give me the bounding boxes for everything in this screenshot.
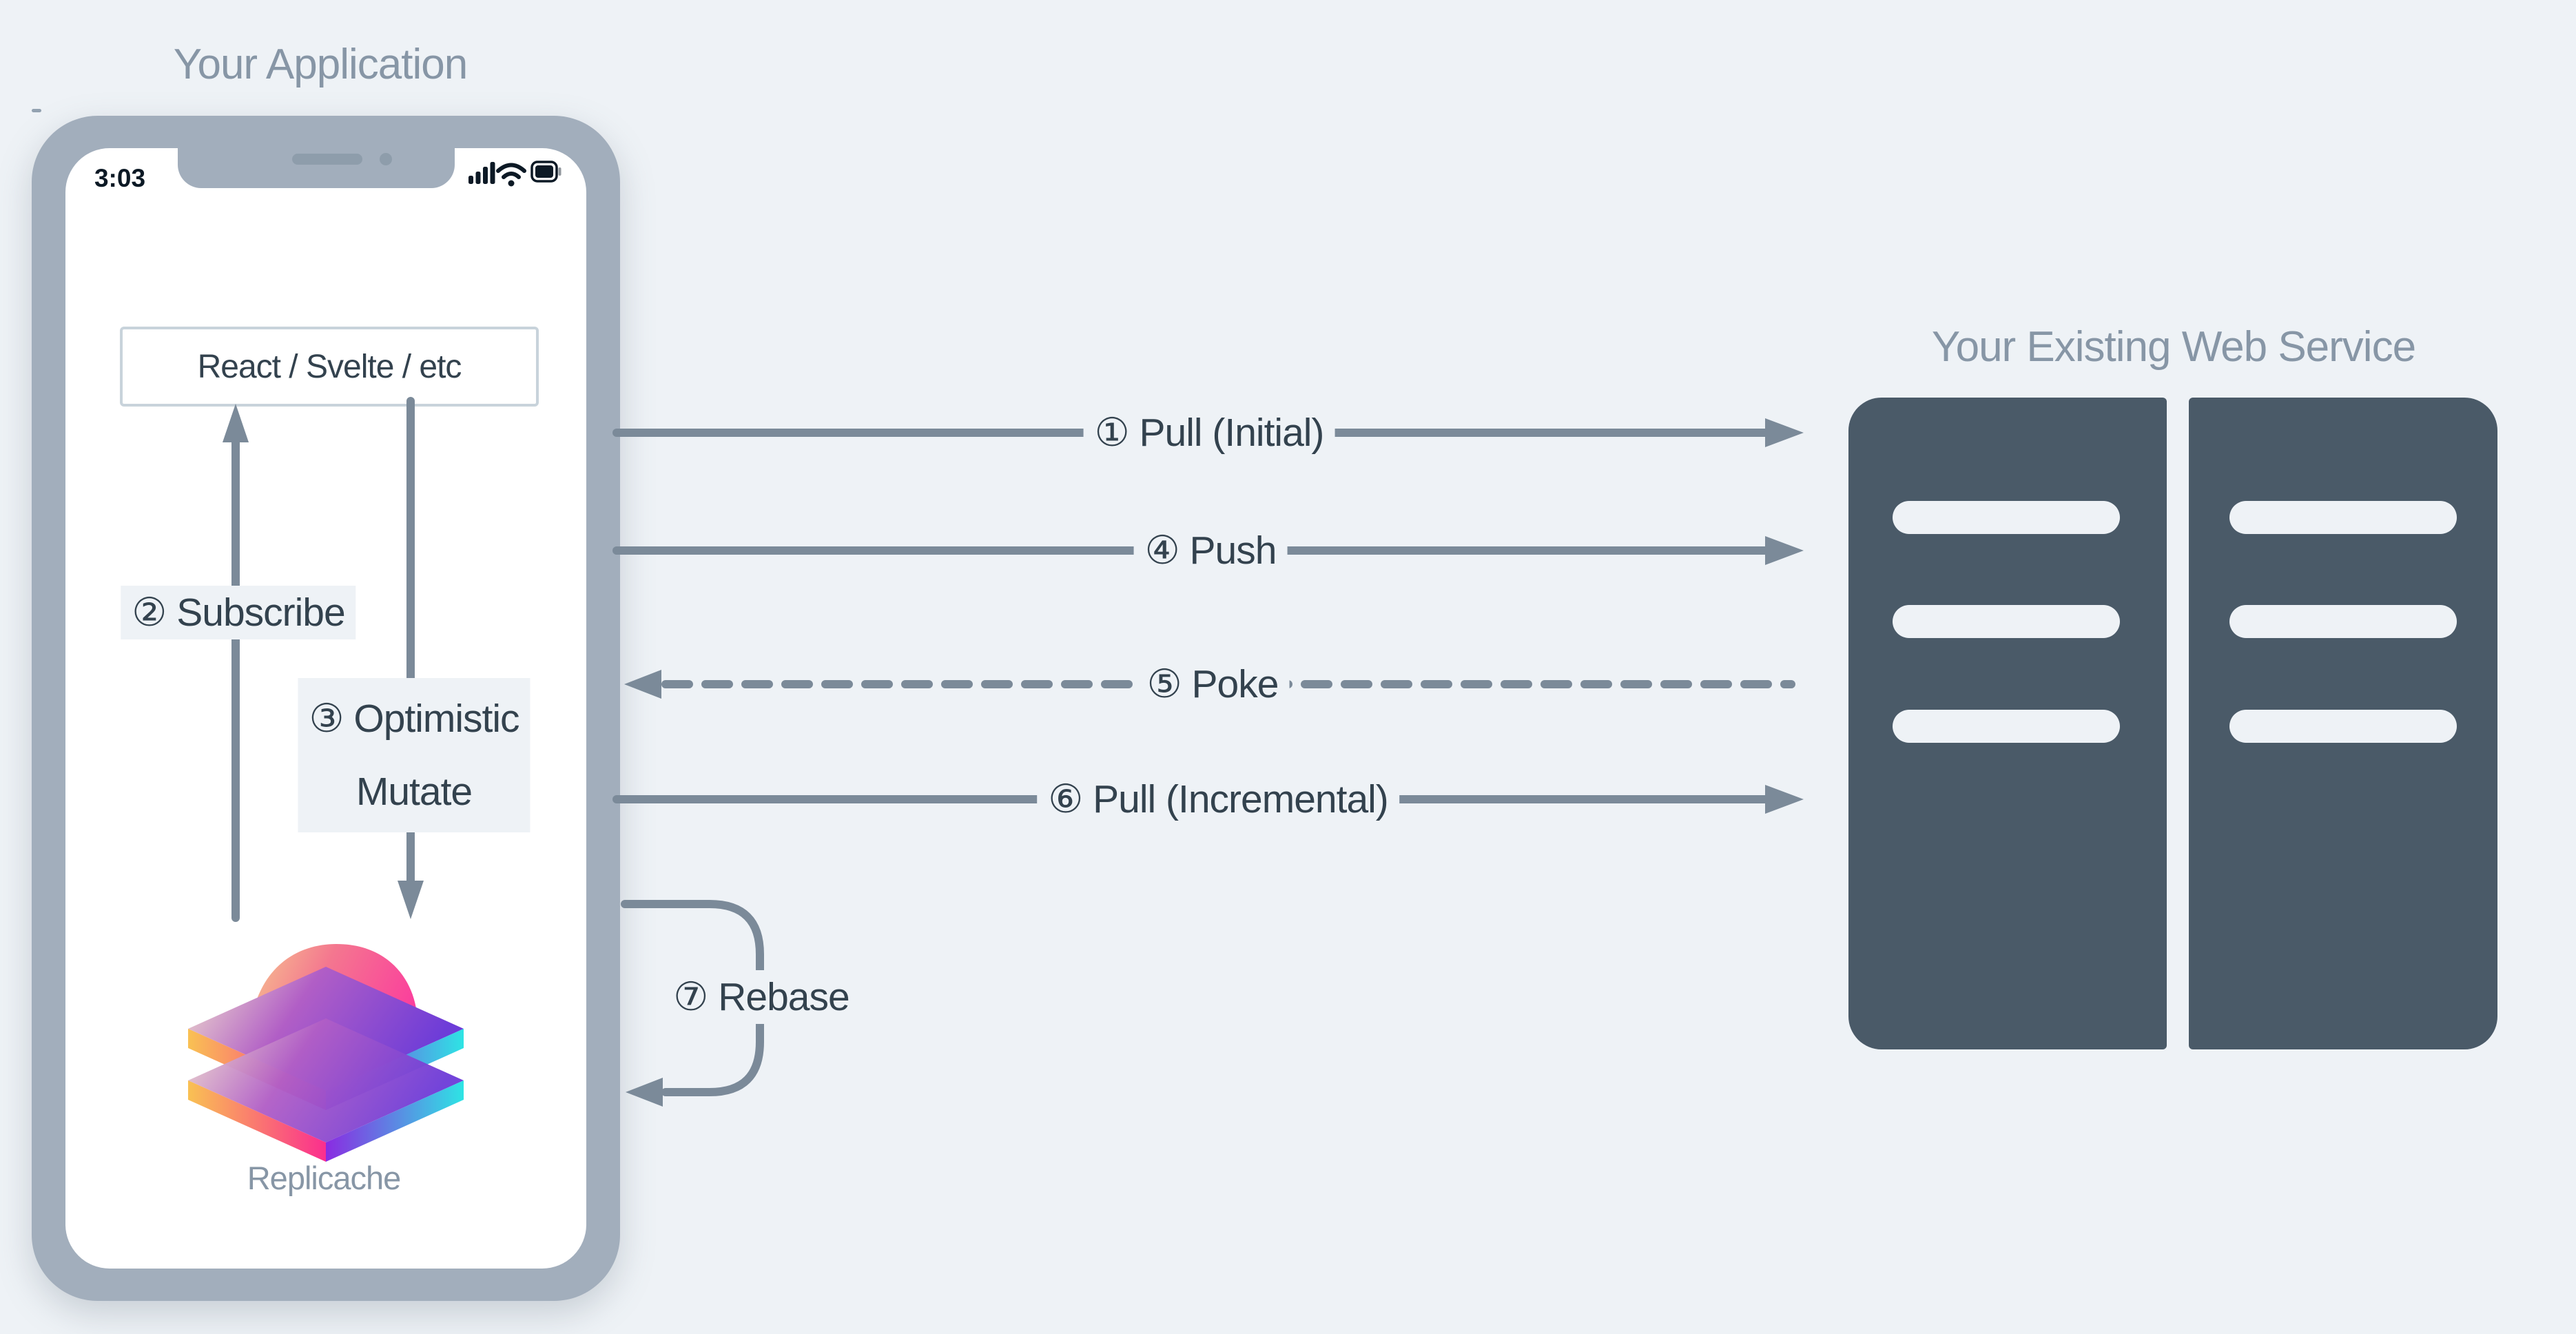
mutate-arrow [398,397,424,919]
server-slot [1893,605,2120,638]
battery-icon [530,161,561,183]
server-slot [2229,710,2457,743]
flow-label-rebase: ⑦ Rebase [662,970,861,1024]
server-slot [1893,501,2120,534]
subscribe-arrow [223,404,249,922]
flow-label-push: ④ Push [1133,524,1288,577]
status-bar-icons [468,161,561,187]
server-slot [1893,710,2120,743]
flow-label-subscribe: ② Subscribe [121,586,356,639]
server-tower-left [1848,398,2167,1049]
framework-box-label: React / Svelte / etc [197,348,462,385]
flow-label-poke: ⑤ Poke [1135,657,1290,711]
wifi-icon [496,163,526,187]
flow-label-pull-incremental: ⑥ Pull (Incremental) [1037,772,1399,826]
app-title: Your Application [173,41,468,88]
framework-box: React / Svelte / etc [120,327,539,407]
speaker-icon [292,154,362,165]
stray-dash-mark [32,109,41,112]
server-slot [2229,605,2457,638]
web-service-title: Your Existing Web Service [1931,323,2416,371]
server-slot [2229,501,2457,534]
status-bar-time: 3:03 [94,164,146,192]
camera-icon [380,153,392,165]
flow-label-optimistic-line2: Mutate [356,770,473,814]
replicache-caption: Replicache [247,1160,402,1196]
signal-icon [468,162,495,184]
flow-label-optimistic-line1: ③ Optimistic [309,697,519,741]
flow-label-pull-initial: ① Pull (Initial) [1083,406,1335,460]
server-tower-right [2189,398,2497,1049]
flow-label-optimistic-mutate: ③ Optimistic Mutate [298,678,530,832]
replicache-logo [188,944,464,1162]
